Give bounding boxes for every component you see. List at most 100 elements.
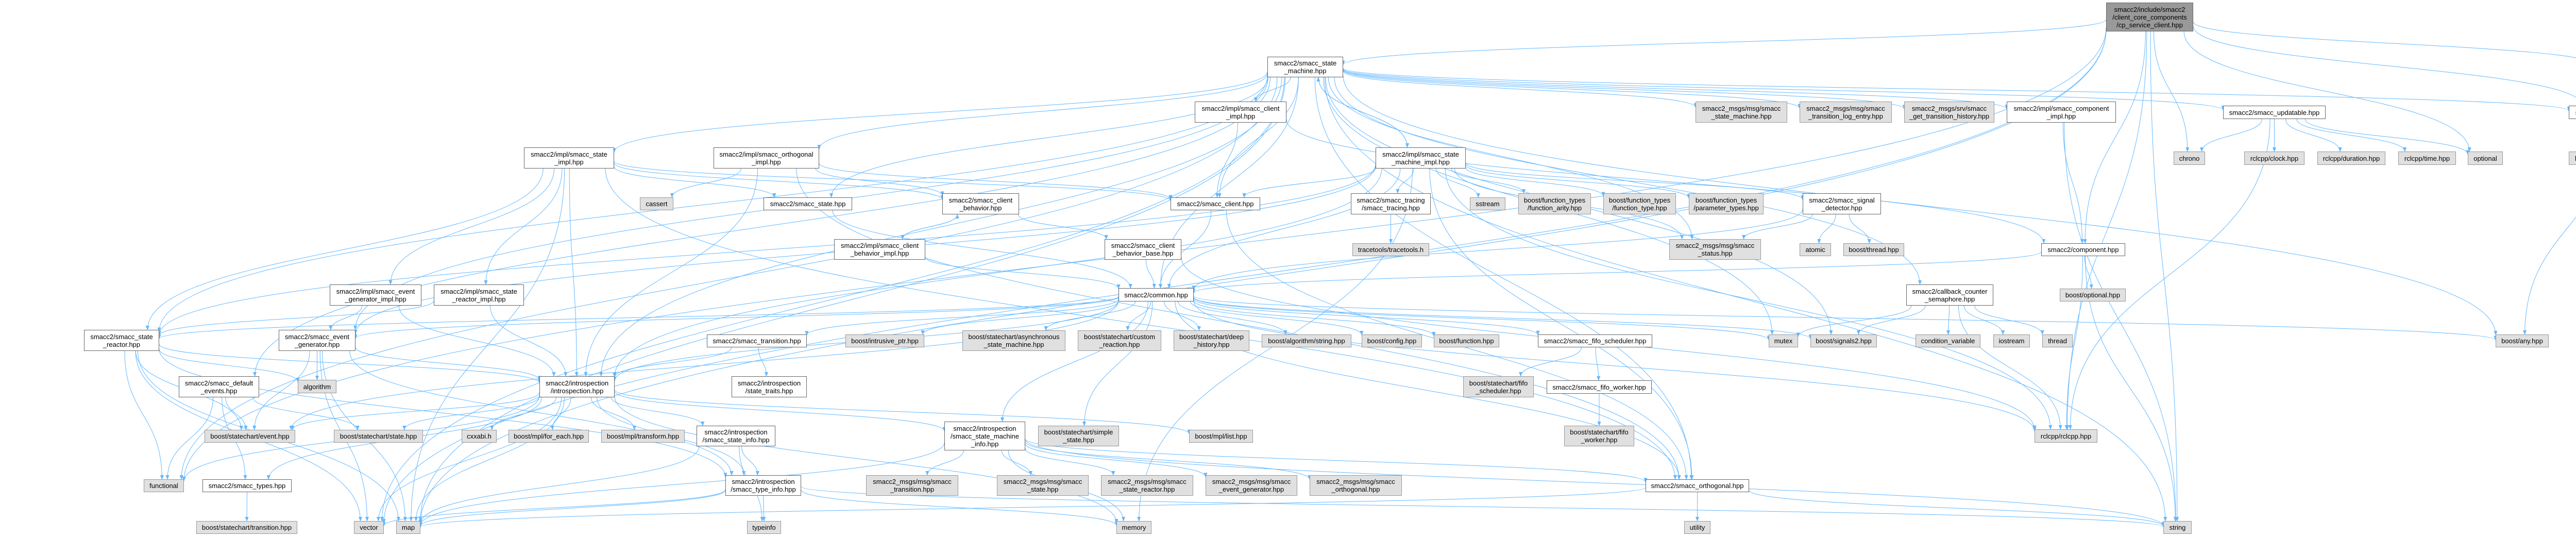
edge-sigdet-to-bthread [1849,214,1871,244]
graph-node-statehpp: boost/statechart/state.hpp [334,430,423,443]
edge-root-to-string [2150,31,2179,522]
graph-node-sm[interactable]: smacc2/smacc_state _machine.hpp [1267,57,1343,77]
edge-common-to-intrusive [921,301,1119,335]
graph-node-defevents[interactable]: smacc2/smacc_default _events.hpp [179,376,259,397]
graph-node-deep: boost/statechart/deep _history.hpp [1174,330,1249,351]
edge-sm-to-msg_sm [1343,71,1698,108]
edge-intro-to-sminfo [614,391,946,432]
edge-sm-to-updatable [1343,69,2225,111]
edge-orth_impl-to-intro [584,168,758,377]
edge-state_impl-to-egen_impl [388,168,555,285]
graph-node-status: smacc2_msgs/msg/smacc _status.hpp [1669,239,1761,260]
graph-node-state_impl[interactable]: smacc2/impl/smacc_state _impl.hpp [524,147,614,169]
graph-node-msg_trans: smacc2_msgs/msg/smacc _transition.hpp [866,475,958,496]
graph-node-typeinfo_h[interactable]: smacc2/introspection /smacc_type_info.hp… [725,475,801,496]
edge-egen-to-eventhpp [252,350,310,430]
graph-node-typeinfo: typeinfo [747,521,781,534]
graph-node-utility: utility [1684,521,1710,534]
edge-orth_impl-to-orthogonal [796,168,1681,480]
graph-node-custom: boost/statechart/custom _reaction.hpp [1078,330,1161,351]
graph-node-any: boost/any.hpp [2496,334,2549,347]
graph-node-component[interactable]: smacc2/component.hpp [2041,243,2125,256]
edge-root-to-component [2083,31,2146,244]
edge-root-to-sm [1341,19,2107,65]
edge-common-to-any [1193,296,2498,341]
graph-node-comp_impl[interactable]: smacc2/impl/smacc_component _impl.hpp [2007,102,2116,123]
edge-common-to-rclcpp [1193,300,2037,432]
edge-typeinfo_h-to-memory [801,490,1118,526]
graph-node-time: rclcpp/time.hpp [2398,152,2456,165]
edge-common-to-function [1193,300,1436,337]
graph-node-sreactor[interactable]: smacc2/smacc_state _reactor.hpp [84,330,159,351]
edge-stateinfo-to-typeinfo_h [741,446,760,476]
graph-node-types[interactable]: smacc2/smacc_types.hpp [202,479,292,492]
graph-node-intrusive: boost/intrusive_ptr.hpp [845,334,924,347]
graph-node-rclcpp: rclcpp/rclcpp.hpp [2035,429,2097,443]
graph-node-config: boost/config.hpp [1362,334,1422,347]
graph-node-cb[interactable]: smacc2/smacc_client _behavior.hpp [942,193,1019,214]
edge-common-to-algstr [1177,301,1287,335]
graph-node-stateinfo[interactable]: smacc2/introspection /smacc_state_info.h… [697,426,775,446]
graph-node-signals2: boost/signals2.hpp [1810,334,1877,347]
edge-transition-to-traits [758,347,769,377]
graph-node-cxxabi: cxxabi.h [462,430,497,443]
graph-node-cassert: cassert [640,197,673,210]
edge-updatable-to-time [2296,119,2407,152]
graph-node-fifosched[interactable]: smacc2/smacc_fifo_scheduler.hpp [1538,334,1652,347]
graph-node-fa: boost/function_types /function_arity.hpp [1518,193,1591,214]
graph-node-tracing[interactable]: smacc2/smacc_tracing /smacc_tracing.hpp [1351,193,1431,214]
edge-sm_impl-to-sigdet [1465,162,1805,200]
edge-common-to-simple [1082,301,1153,426]
edge-sreactor-to-intro [159,344,541,383]
graph-node-cb_impl[interactable]: smacc2/impl/smacc_client _behavior_impl.… [834,239,925,260]
edge-sm-to-any [1343,75,2498,335]
graph-node-sigdet[interactable]: smacc2/smacc_signal _detector.hpp [1803,193,1881,214]
graph-node-egen_impl[interactable]: smacc2/impl/smacc_event _generator_impl.… [330,284,421,306]
graph-node-sminfo[interactable]: smacc2/introspection /smacc_state_machin… [944,422,1025,450]
edge-updatable-to-optional [2304,119,2470,155]
edge-sreactor-to-typeinfo_h [159,348,727,478]
graph-node-egen[interactable]: smacc2/smacc_event _generator.hpp [279,330,355,351]
edge-sm-to-srv_gth [1343,69,1906,110]
edge-intro-to-vector [376,397,562,522]
edge-root-to-future [2193,22,2576,58]
graph-node-common[interactable]: smacc2/common.hpp [1118,288,1194,301]
edge-orthogonal-to-string [1749,490,2165,527]
graph-node-msg_sr: smacc2_msgs/msg/smacc _state_reactor.hpp [1101,475,1193,496]
graph-node-cb_base[interactable]: smacc2/smacc_client _behavior_base.hpp [1105,239,1181,260]
graph-node-client[interactable]: smacc2/smacc_client.hpp [1171,197,1260,210]
edge-common-to-eventhpp [289,300,1119,430]
graph-node-orth_impl[interactable]: smacc2/impl/smacc_orthogonal _impl.hpp [714,147,819,169]
graph-node-state[interactable]: smacc2/smacc_state.hpp [764,197,852,210]
graph-node-sstream: sstream [1470,197,1505,210]
graph-node-atomic: atomic [1800,243,1831,256]
edge-intro-to-eventhpp [291,392,540,430]
edge-sm_impl-to-orthogonal [1429,168,1694,480]
graph-node-msg_orth: smacc2_msgs/msg/smacc _orthogonal.hpp [1310,475,1402,496]
edge-sm_impl-to-intro [613,168,1382,377]
edge-root-to-map [418,29,2107,525]
graph-node-orthogonal[interactable]: smacc2/smacc_orthogonal.hpp [1646,479,1749,492]
edge-sminfo-to-msg_trans [925,450,964,476]
graph-node-sm_impl[interactable]: smacc2/impl/smacc_state _machine_impl.hp… [1376,147,1466,169]
graph-node-client_impl[interactable]: smacc2/impl/smacc_client _impl.hpp [1195,102,1286,123]
graph-node-functional: functional [144,479,184,492]
edge-common-to-sminfo [1000,301,1148,422]
graph-node-signal[interactable]: smacc2/smacc_signal.hpp [2569,106,2576,119]
graph-node-semaphore[interactable]: smacc2/callback_counter _semaphore.hpp [1906,284,1993,306]
edge-common-to-fifosched [1193,298,1540,335]
graph-node-intro[interactable]: smacc2/introspection /introspection.hpp [539,376,615,397]
edge-orthogonal-to-map [418,487,1646,528]
graph-node-transition[interactable]: smacc2/smacc_transition.hpp [707,334,807,347]
edge-sminfo-to-msg_state [1001,450,1033,476]
graph-node-mpllist: boost/mpl/list.hpp [1189,430,1253,443]
graph-node-sctransition: boost/statechart/transition.hpp [196,521,297,534]
graph-node-traits[interactable]: smacc2/introspection /state_traits.hpp [732,376,807,397]
graph-node-fifoworker[interactable]: smacc2/smacc_fifo_worker.hpp [1547,380,1652,394]
edge-state_impl-to-client [614,161,1173,202]
edge-sigdet-to-status [1742,214,1813,240]
graph-node-sr_impl[interactable]: smacc2/impl/smacc_state _reactor_impl.hp… [434,284,524,306]
graph-node-updatable[interactable]: smacc2/smacc_updatable.hpp [2223,106,2326,119]
edge-sm-to-functional [179,77,1278,480]
edge-sm-to-client_impl [1253,77,1291,102]
